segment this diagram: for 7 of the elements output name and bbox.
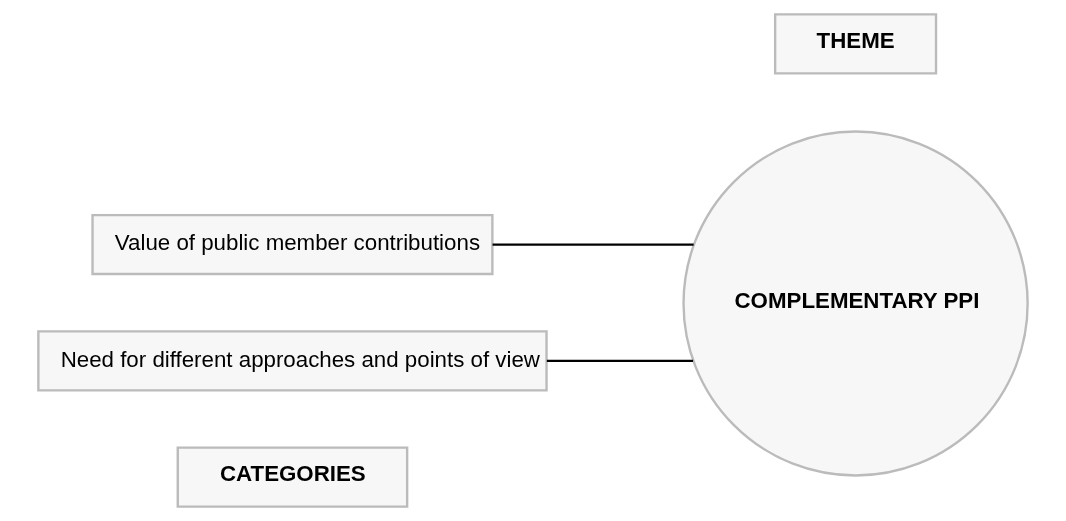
node-circle: COMPLEMENTARY PPI [682,130,1029,477]
node-box: THEME [773,13,938,75]
node-box: Need for different approaches and points of view [37,330,548,392]
node-box: CATEGORIES [176,446,409,508]
connector [546,359,694,363]
connector [492,243,694,246]
node-box: Value of public member contributions [91,213,494,276]
